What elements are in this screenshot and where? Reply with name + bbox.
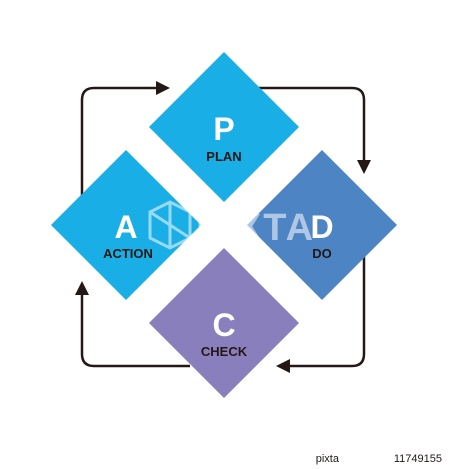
check-label: CHECK: [201, 344, 248, 359]
plan-label: PLAN: [206, 149, 241, 164]
action-diamond: A ACTION: [51, 150, 201, 300]
action-label: ACTION: [103, 246, 153, 261]
plan-shape: [149, 52, 299, 202]
watermark-text: PIXTA: [196, 207, 315, 249]
check-diamond: C CHECK: [149, 248, 299, 398]
plan-diamond: P PLAN: [149, 52, 299, 202]
footer-brand: pixta: [316, 453, 340, 465]
arrow-right-icon: [156, 81, 170, 95]
cycle-arrows: [80, 86, 366, 368]
arrow-left-icon: [276, 359, 290, 373]
arrow-action-to-plan: [80, 86, 158, 226]
action-letter: A: [114, 209, 137, 245]
do-shape: [247, 150, 397, 300]
arrow-do-to-check: [287, 252, 366, 368]
arrow-plan-to-do: [258, 86, 366, 163]
plan-letter: P: [213, 111, 234, 147]
do-letter: D: [310, 209, 333, 245]
watermark-logo-icon: [148, 200, 192, 250]
arrow-check-to-action: [80, 292, 190, 368]
check-shape: [149, 248, 299, 398]
do-label: DO: [312, 246, 332, 261]
arrow-up-icon: [75, 281, 89, 295]
arrow-down-icon: [357, 160, 371, 174]
footer-id: 11749155: [394, 453, 442, 465]
check-letter: C: [212, 307, 235, 343]
do-diamond: D DO: [247, 150, 397, 300]
watermark: PIXTA: [148, 200, 315, 250]
action-shape: [51, 150, 201, 300]
footer: pixta 11749155: [316, 453, 442, 465]
arrow-heads: [75, 81, 371, 373]
